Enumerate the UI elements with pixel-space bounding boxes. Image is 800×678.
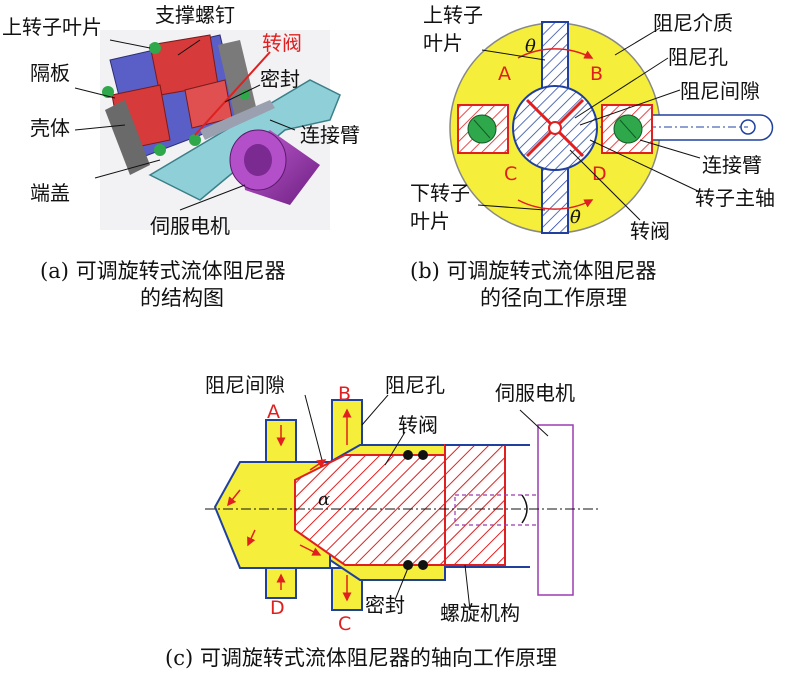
label-upper-blade-b2: 叶片 [423,31,463,55]
label-rotor-shaft: 转子主轴 [695,186,775,210]
label-upper-blade: 上转子叶片 [2,15,102,39]
label-damping-hole-b: 阻尼孔 [668,45,728,69]
caption-a-line1: (a) 可调旋转式流体阻尼器 [40,259,286,283]
label-upper-blade-b1: 上转子 [423,3,483,27]
caption-c: (c) 可调旋转式流体阻尼器的轴向工作原理 [165,646,557,670]
label-screw-mechanism: 螺旋机构 [440,601,520,625]
label-damping-gap-b: 阻尼间隙 [680,79,760,103]
panel-b-leaders [477,27,701,221]
label-servo-motor-a: 伺服电机 [150,214,230,238]
seal-rings [403,450,428,570]
panel-a-leaders [74,39,296,211]
label-partition: 隔板 [30,61,70,85]
label-damping-medium: 阻尼介质 [653,11,733,35]
label-rotary-valve-c: 转阀 [398,413,438,437]
chamber-b-c: B [338,383,351,405]
theta-dot-symbol: θ̇ [570,207,581,228]
structure-illustration [100,30,341,230]
chamber-d-c: D [270,597,285,619]
label-damping-hole-c: 阻尼孔 [385,373,445,397]
panel-c: α A B C D 阻尼间隙 阻尼孔 伺服电机 转阀 密封 螺旋机构 (c) 可… [165,373,600,670]
label-lower-blade-b1: 下转子 [410,181,470,205]
panel-c-leaders [304,394,549,611]
flow-arrows [227,408,352,602]
screw-mechanism [444,444,506,566]
rotary-valve-b [548,121,562,135]
connecting-arm-b [600,114,774,141]
port-d [265,567,297,599]
chamber-c-c: C [338,613,351,635]
label-connecting-arm-a: 连接臂 [300,123,360,147]
label-end-cap: 端盖 [30,181,70,205]
label-connecting-arm-b: 连接臂 [702,153,762,177]
chamber-a-b: A [498,63,511,85]
label-lower-blade-b2: 叶片 [410,209,450,233]
label-seal-a: 密封 [260,67,300,91]
caption-a-line2: 的结构图 [140,286,224,310]
label-rotary-valve-a: 转阀 [262,31,302,55]
caption-b-line2: 的径向工作原理 [480,286,627,310]
chamber-b-b: B [590,63,603,85]
label-housing: 壳体 [30,116,70,140]
panel-b: A B C D θ θ̇ 上转子 叶片 阻尼介质 阻尼孔 阻尼间隙 连接臂 转子… [410,3,775,310]
servo-motor-c [537,424,574,596]
panel-a: 上转子叶片 支撑螺钉 转阀 隔板 密封 壳体 连接臂 端盖 伺服电机 (a) 可… [2,3,360,310]
label-support-screw: 支撑螺钉 [155,3,235,27]
label-servo-motor-c: 伺服电机 [495,381,575,405]
label-damping-gap-c: 阻尼间隙 [205,373,285,397]
chamber-c-b: C [504,163,517,185]
alpha-symbol: α [318,489,330,510]
caption-b-line1: (b) 可调旋转式流体阻尼器 [410,259,657,283]
chamber-a-c: A [267,401,280,423]
label-seal-c: 密封 [365,593,405,617]
chamber-d-b: D [592,163,607,185]
theta-symbol: θ [525,36,536,57]
label-rotary-valve-b: 转阀 [630,219,670,243]
